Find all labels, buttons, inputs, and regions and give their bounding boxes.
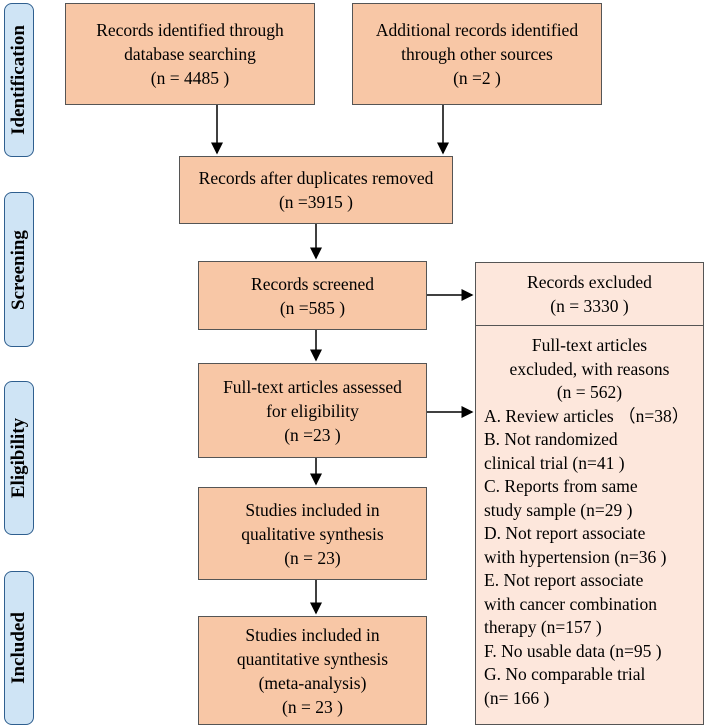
box-count: (n =585 )	[279, 297, 346, 318]
exclusion-reason-line: with hypertension (n=36 )	[484, 546, 667, 567]
box-line: Records screened	[251, 273, 374, 294]
excluded-header-line: excluded, with reasons	[509, 358, 670, 379]
exclusion-reason-line: A. Review articles （n=38）	[484, 405, 690, 426]
box-count: (n = 4485 )	[150, 68, 230, 88]
excluded-header-line: Full-text articles	[531, 335, 648, 355]
box-line: (meta-analysis)	[258, 672, 367, 693]
excluded-header-count: (n = 562)	[556, 382, 623, 402]
box-line: quantitative synthesis	[236, 648, 389, 669]
box-line: Records after duplicates removed	[198, 168, 434, 188]
exclusion-reason-line: (n= 166 )	[484, 687, 550, 708]
box-database-search: Records identified through database sear…	[65, 3, 315, 105]
box-line: Studies included in	[245, 499, 380, 520]
exclusion-reason-line: B. Not randomized	[484, 429, 618, 449]
box-line: qualitative synthesis	[241, 523, 384, 544]
stage-tab-screening: Screening	[4, 192, 34, 347]
stage-tab-identification: Identification	[4, 3, 34, 157]
box-line: Full-text articles assessed	[223, 376, 402, 397]
box-count: (n =23 )	[284, 424, 341, 445]
box-count: (n = 23 )	[282, 696, 343, 717]
exclusion-reason-line: study sample (n=29 )	[484, 499, 633, 520]
box-qualitative-synthesis: Studies included in qualitative synthesi…	[198, 487, 427, 580]
box-line: Studies included in	[245, 624, 380, 645]
exclusion-reason-line: F. No usable data (n=95 )	[484, 640, 662, 661]
stage-tab-included: Included	[4, 571, 34, 725]
box-line: Records identified through	[96, 20, 284, 40]
box-line: Records excluded	[527, 272, 652, 292]
exclusion-reason-line: clinical trial (n=41 )	[484, 452, 625, 473]
exclusion-reason-line: with cancer combination	[484, 593, 657, 614]
exclusion-reason-line: D. Not report associate	[484, 523, 646, 543]
stage-tab-eligibility: Eligibility	[4, 381, 34, 535]
exclusion-reason-line: therapy (n=157 )	[484, 617, 602, 637]
exclusion-reason-line: G. No comparable trial	[484, 664, 646, 684]
box-records-excluded: Records excluded (n = 3330 )	[475, 262, 704, 326]
box-count: (n =2 )	[453, 68, 501, 88]
box-records-screened: Records screened (n =585 )	[198, 261, 427, 330]
exclusion-reason-line: C. Reports from same	[484, 476, 638, 496]
box-count: (n = 3330 )	[550, 296, 629, 316]
box-fulltext-assessed: Full-text articles assessed for eligibil…	[198, 363, 427, 458]
box-count: (n =3915 )	[278, 192, 354, 212]
box-after-duplicates: Records after duplicates removed (n =391…	[179, 156, 453, 224]
box-line: for eligibility	[266, 400, 359, 421]
box-count: (n = 23)	[284, 547, 341, 568]
box-line: through other sources	[401, 44, 553, 64]
box-quantitative-synthesis: Studies included in quantitative synthes…	[198, 616, 427, 725]
box-line: Additional records identified	[375, 20, 579, 40]
box-line: database searching	[124, 44, 256, 64]
box-fulltext-excluded: Full-text articles excluded, with reason…	[475, 325, 704, 725]
box-other-sources: Additional records identified through ot…	[352, 3, 602, 105]
exclusion-reason-line: E. Not report associate	[484, 570, 644, 590]
